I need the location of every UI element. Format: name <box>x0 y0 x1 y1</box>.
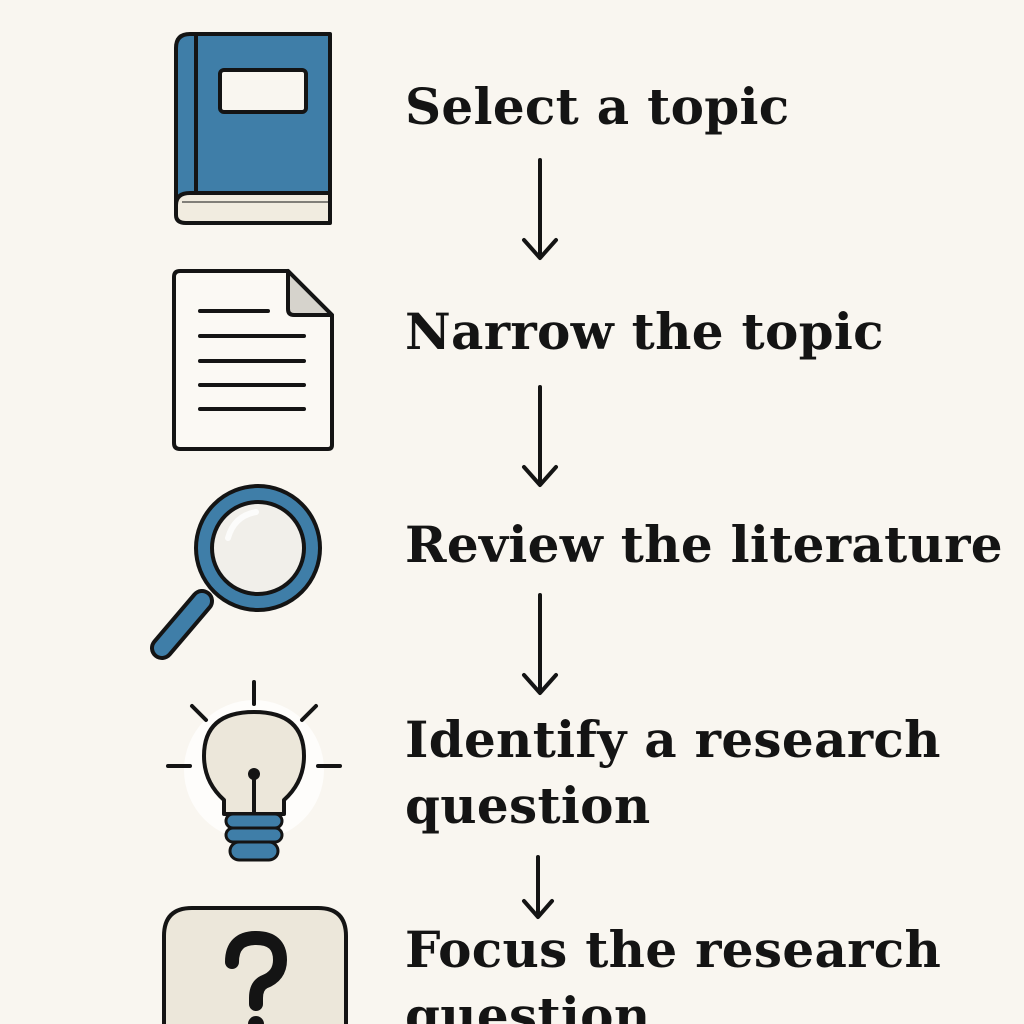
arrow-down-icon <box>522 593 558 695</box>
step-label-select-topic: Select a topic <box>405 77 790 136</box>
arrow-down-icon <box>522 855 554 919</box>
book-icon <box>174 32 332 225</box>
lightbulb-icon <box>166 680 342 862</box>
question-mark-icon <box>162 906 348 1024</box>
step-label-focus-question: Focus the research question <box>405 920 942 1024</box>
document-icon <box>172 269 334 451</box>
step-label-review-literature: Review the literature <box>405 515 1003 574</box>
step-label-narrow-topic: Narrow the topic <box>405 302 884 361</box>
arrow-down-icon <box>522 385 558 487</box>
arrow-down-icon <box>522 158 558 260</box>
magnifying-glass-icon <box>150 484 322 660</box>
step-label-identify-question: Identify a research question <box>405 710 941 835</box>
